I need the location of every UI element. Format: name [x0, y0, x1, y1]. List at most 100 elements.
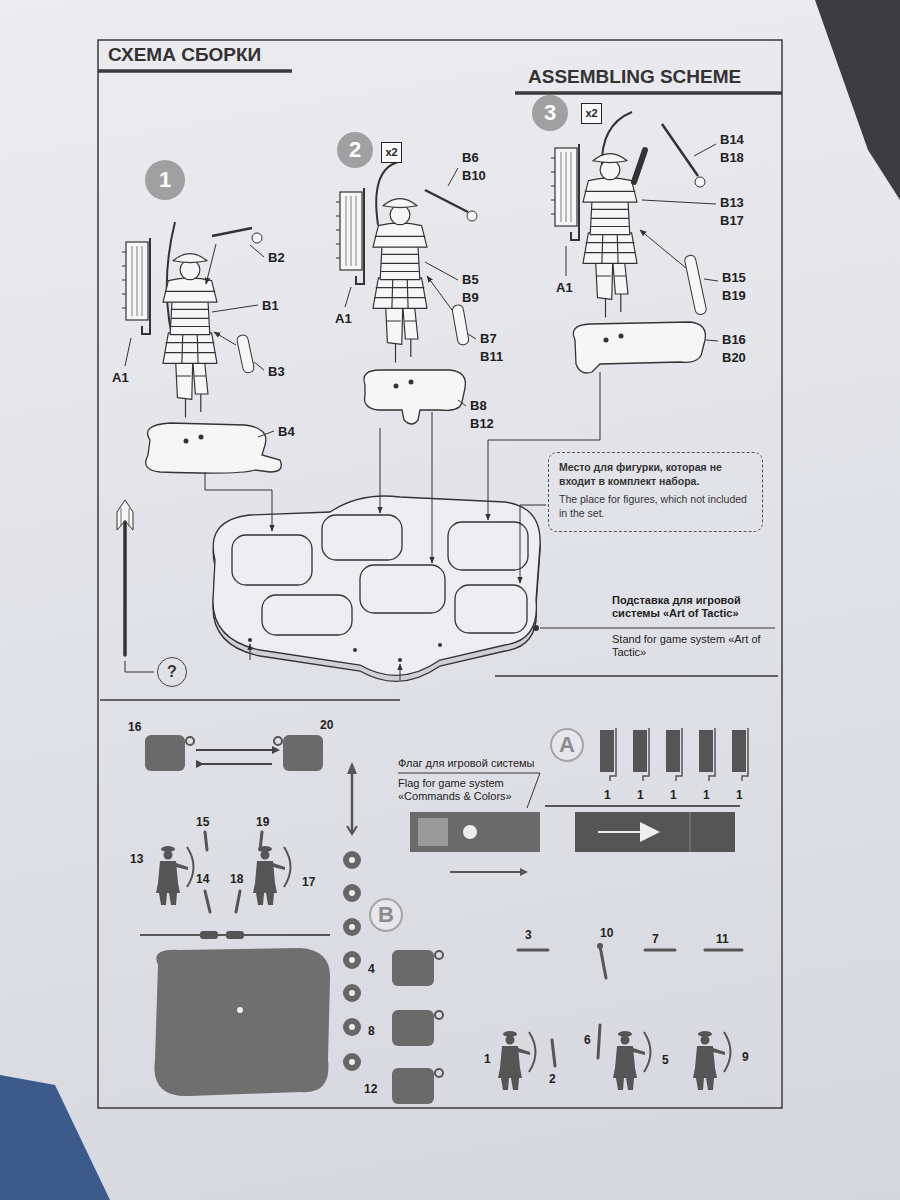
step-one-figure-part	[252, 233, 262, 243]
step-one-figure-part-part	[125, 338, 131, 366]
node-text: ?	[167, 664, 177, 680]
sprue-a-flags-part	[732, 730, 746, 772]
step-one-figure-part	[122, 238, 150, 334]
step-three-figure-part-part	[642, 200, 716, 204]
step-three-figure-part	[604, 338, 609, 343]
stand-arrows-part	[432, 412, 433, 563]
sprue-left-part	[226, 931, 244, 939]
step-one-figure-part	[125, 244, 274, 437]
flag-sprue	[398, 773, 740, 876]
part-label: A1	[556, 280, 573, 296]
sprue-left	[140, 735, 330, 1096]
part-label: B16	[722, 332, 746, 348]
sprue-a-flags-part	[600, 730, 614, 772]
step-two-figure-part-part	[427, 276, 452, 310]
step-two-figure-part	[467, 211, 477, 221]
part-label: B10	[462, 168, 486, 184]
step-two-figure-part-part	[448, 168, 458, 186]
callout-number: 1	[736, 788, 743, 802]
part-label: B5	[462, 272, 479, 288]
sprue-b-parts-part	[498, 1031, 536, 1090]
game-stand-part-part	[360, 565, 445, 613]
flag-sprue-part	[598, 831, 640, 833]
step-three-figure-part	[619, 334, 624, 339]
stand-arrows-part	[540, 628, 775, 629]
step-one-figure-part	[236, 334, 255, 373]
sprue-left-part	[237, 1007, 243, 1013]
step-one-figure-part	[184, 439, 189, 444]
sprue-middle-part	[347, 826, 357, 834]
step-three-figure-part	[684, 254, 707, 315]
step-two-figure	[336, 162, 477, 424]
sprue-b-parts-part	[435, 1011, 443, 1019]
callout-number: 4	[368, 962, 375, 976]
photo-background-part	[0, 1075, 110, 1200]
step-two-figure-part	[394, 384, 399, 389]
flag-sprue-part	[690, 812, 691, 852]
step-two-figure-part	[336, 188, 364, 284]
sprue-b-parts	[392, 943, 742, 1104]
note-text-ru: Место для фигурки, которая не входит в к…	[559, 461, 752, 488]
game-stand-part	[248, 625, 539, 662]
sprue-b-parts-part	[552, 1040, 555, 1066]
question-circle: ?	[157, 657, 187, 687]
sprue-b-parts-part	[705, 949, 742, 952]
flag-sprue-part	[418, 818, 448, 846]
callout-number: 15	[196, 815, 209, 829]
flag-note: Flag for game system «Commands & Colors»	[398, 777, 520, 804]
stand-arrows-part	[400, 664, 401, 680]
page-frame-part	[98, 69, 292, 73]
game-stand	[213, 496, 540, 681]
page-title: СХЕМА СБОРКИ	[108, 44, 261, 67]
arrow-part	[117, 500, 154, 672]
step-three-figure-part	[662, 124, 698, 176]
part-label: B2	[268, 250, 285, 266]
node-text: x2	[585, 108, 597, 119]
part-label: B17	[720, 213, 744, 229]
callout-number: 8	[368, 1024, 375, 1038]
sprue-b-parts-part	[392, 1010, 434, 1046]
sprue-a-flags	[600, 728, 748, 781]
step-one-figure-part	[146, 423, 282, 473]
game-stand-part-part	[262, 595, 352, 635]
part-label: B13	[720, 195, 744, 211]
sprue-b-parts-part	[435, 1069, 443, 1077]
step-one-figure-part	[212, 228, 252, 236]
sprue-b-parts-part	[693, 1031, 731, 1090]
sprue-left-part	[200, 931, 218, 939]
sprue-a-flags-part	[610, 728, 616, 781]
sprue-a-flags-part	[633, 730, 647, 772]
game-stand-part	[232, 515, 528, 635]
sprue-a-flags-part	[709, 728, 715, 781]
step-number-circle: 1	[145, 160, 185, 200]
callout-number: 13	[130, 852, 143, 866]
stand-note: Подставка для игровой системы «Art of Ta…	[612, 594, 762, 621]
arrow-part-part	[123, 522, 127, 655]
step-three-figure-part	[695, 177, 705, 187]
sprue-b-parts-part	[518, 949, 548, 952]
sprue-middle-part-part	[343, 851, 361, 869]
step-three-figure-part-part	[566, 246, 567, 276]
sprue-b-parts-part	[598, 1025, 600, 1058]
sprue-middle-part-part	[349, 890, 355, 896]
sprue-left-part	[283, 735, 323, 771]
step-number-circle: 3	[532, 95, 568, 131]
flag-note: Флаг для игровой системы	[398, 757, 535, 770]
stand-arrows	[205, 372, 775, 680]
page-frame-part	[100, 676, 778, 700]
sprue-middle-part	[349, 857, 355, 1065]
step-one-figure-part-part	[250, 245, 264, 257]
sprue-left-part	[156, 846, 194, 905]
part-label: B14	[720, 132, 744, 148]
callout-number: 16	[128, 720, 141, 734]
part-label: B11	[480, 349, 503, 365]
flag-sprue-part	[410, 812, 540, 852]
flag-sprue-part	[520, 868, 528, 876]
step-one-figure	[122, 222, 281, 473]
sprue-left-part	[196, 760, 204, 768]
sprue-left-part	[186, 737, 194, 745]
photo-background-part	[815, 0, 900, 200]
step-one-figure-part-part	[206, 244, 216, 284]
page-frame	[98, 40, 782, 1108]
